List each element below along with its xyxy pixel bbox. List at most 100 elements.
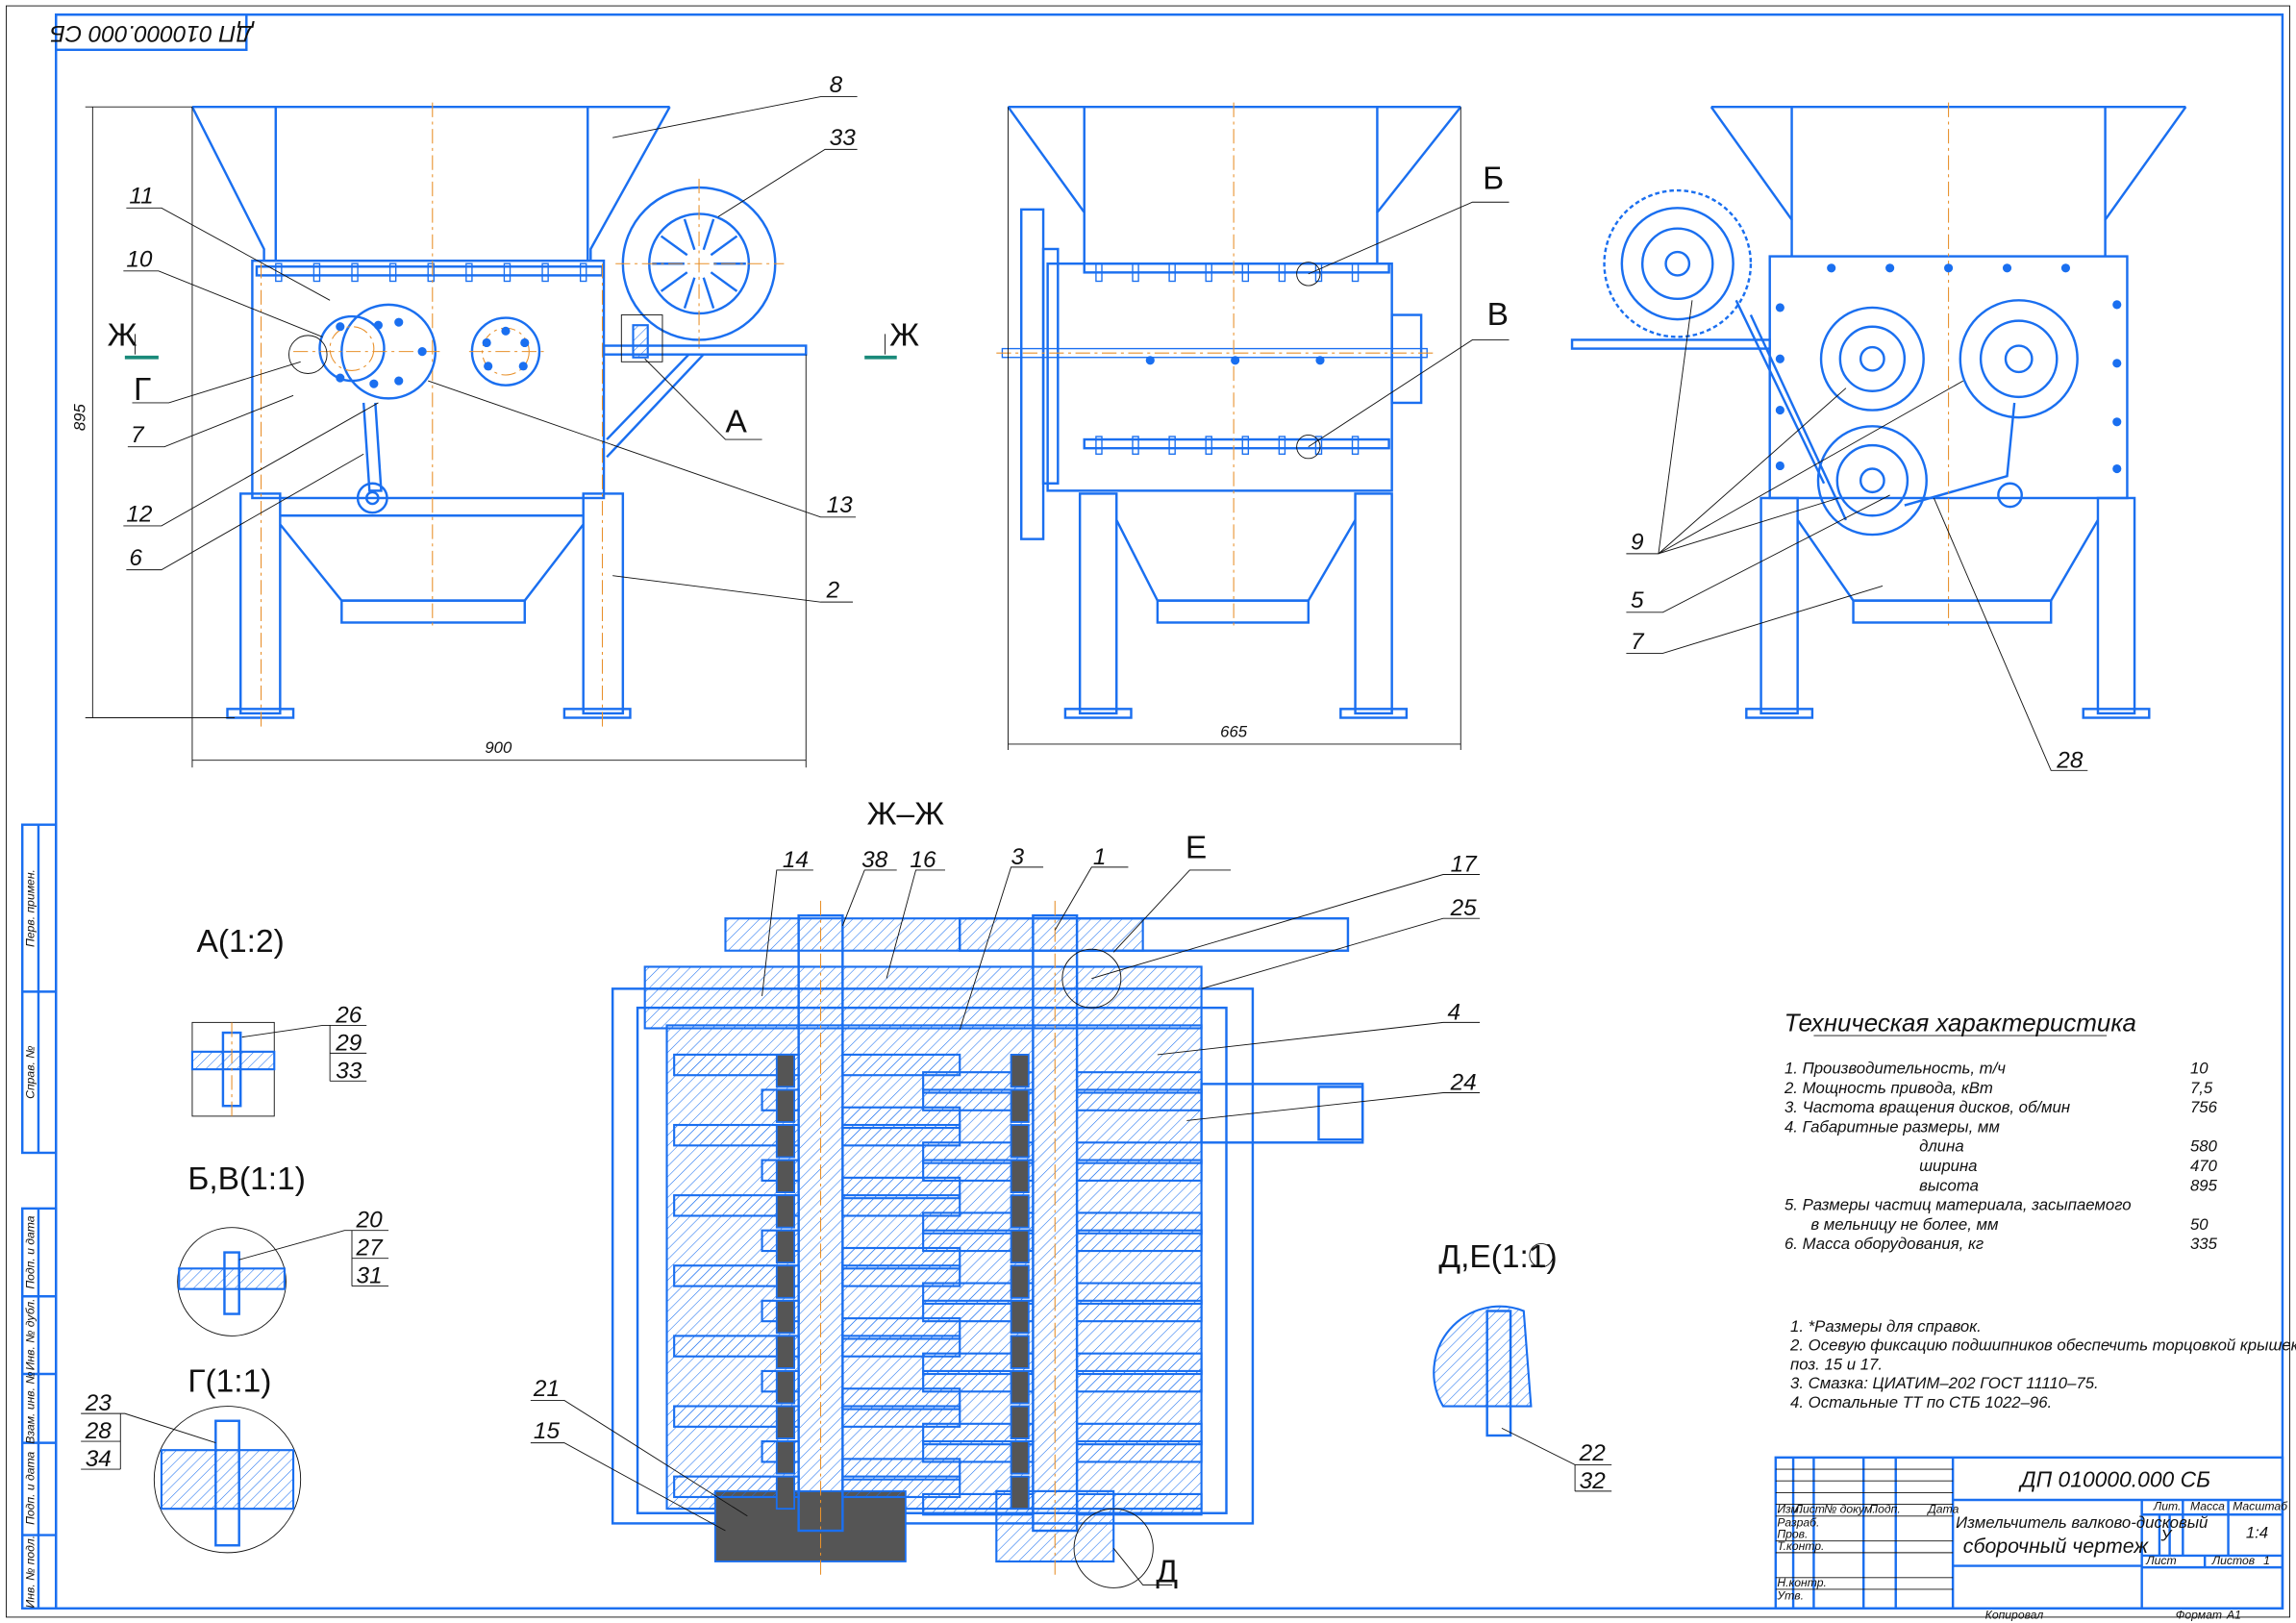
tech-row-value: 580 <box>2190 1137 2218 1156</box>
lit-value: У <box>2159 1527 2173 1545</box>
rotor-disc <box>1076 1299 1203 1323</box>
bolt <box>1314 262 1323 283</box>
callout-28: 28 <box>2056 747 2084 773</box>
bolt-hole <box>1775 461 1784 471</box>
callout-28b: 28 <box>85 1418 112 1444</box>
format-label: Формат <box>2176 1608 2222 1621</box>
document-type: сборочный чертеж <box>1963 1535 2150 1558</box>
notes: 1. *Размеры для справок. 2. Осевую фикса… <box>1789 1317 2296 1411</box>
callout-a: А <box>725 404 747 439</box>
rotor-disc <box>1076 1159 1203 1182</box>
spacer-ring <box>775 1475 795 1511</box>
bolt-hole <box>2112 463 2122 474</box>
strip-label: Инв. № дубл. <box>23 1298 37 1370</box>
rotor-disc <box>1076 1229 1203 1253</box>
rotor-disc <box>1076 1492 1203 1516</box>
sheets-value: 1 <box>2263 1554 2270 1567</box>
callout-22: 22 <box>1579 1440 1607 1466</box>
role-norm-control: Н.контр. <box>1777 1576 1827 1589</box>
format-value: A1 <box>2226 1608 2241 1621</box>
callout-11: 11 <box>129 184 153 210</box>
header-izm: Изм. <box>1777 1503 1802 1516</box>
motor-fan-fin <box>683 277 696 309</box>
cut-mark-left: Ж <box>108 318 137 354</box>
tech-row-label: 3. Частота вращения дисков, об/мин <box>1784 1098 2070 1116</box>
tech-row-label: 4. Габаритные размеры, мм <box>1784 1117 2000 1136</box>
detail-title: Г(1:1) <box>187 1363 271 1399</box>
tech-row-value: 756 <box>2190 1098 2218 1116</box>
rotated-stamp: ДП 010000.000 СБ <box>50 13 256 52</box>
callout-24: 24 <box>1450 1069 1477 1095</box>
callout-13: 13 <box>827 492 854 518</box>
bolt <box>1351 262 1360 283</box>
bolt-hole <box>1885 263 1895 273</box>
callout-4: 4 <box>1448 999 1461 1025</box>
motor-fan-fin <box>710 271 738 292</box>
tech-row-label: 5. Размеры частиц материала, засыпаемого <box>1784 1196 2132 1214</box>
rotor-disc <box>1076 1088 1203 1111</box>
note: 2. Осевую фиксацию подшипников обеспечит… <box>1789 1336 2296 1355</box>
header-sign: Подп. <box>1869 1503 1900 1516</box>
strip-label: Взам. инв. № <box>23 1371 37 1443</box>
callout-26: 26 <box>335 1002 362 1028</box>
tech-row-value: 50 <box>2190 1215 2209 1234</box>
callout-16: 16 <box>910 847 936 873</box>
tech-row-label: длина <box>1919 1137 1964 1156</box>
bolt <box>1241 262 1250 283</box>
spacer-ring <box>1010 1088 1030 1123</box>
spacer-ring <box>775 1264 795 1299</box>
side-view: 665 Б В <box>996 102 1510 751</box>
drawing-frame <box>55 13 2284 1610</box>
bolt <box>1278 436 1286 455</box>
header-list: Лист <box>1794 1503 1825 1516</box>
callout-32: 32 <box>1580 1468 1607 1494</box>
designation: ДП 010000.000 СБ <box>2018 1466 2211 1491</box>
tech-row-value: 895 <box>2190 1176 2218 1194</box>
right-view: 9 5 7 28 <box>1570 102 2187 773</box>
tech-title: Техническая характеристика <box>1784 1011 2136 1037</box>
callout-d: Д <box>1156 1554 1178 1589</box>
spacer-ring <box>1010 1299 1030 1335</box>
callout-33b: 33 <box>336 1058 362 1084</box>
strip-label: Перв. примен. <box>23 869 37 947</box>
bolt <box>427 262 435 283</box>
spacer-ring <box>1010 1229 1030 1264</box>
spacer-ring <box>775 1124 795 1159</box>
detail-title: Б,В(1:1) <box>187 1161 306 1197</box>
callout-31: 31 <box>357 1263 383 1289</box>
callout-12: 12 <box>126 501 153 527</box>
callout-7: 7 <box>131 422 145 448</box>
detail-title: А(1:2) <box>197 924 285 960</box>
detail-g: Г(1:1) 23 28 34 <box>81 1363 302 1554</box>
callout-25: 25 <box>1450 895 1478 921</box>
callout-29: 29 <box>335 1030 362 1056</box>
spacer-ring <box>1010 1370 1030 1405</box>
bolt <box>1205 262 1212 283</box>
bolt <box>351 262 359 283</box>
bolt-hole <box>2112 417 2122 427</box>
bolt <box>1205 436 1212 455</box>
bolt <box>1095 262 1103 283</box>
callout-21: 21 <box>533 1376 560 1402</box>
motor-fan-fin <box>710 235 738 257</box>
spacer-ring <box>1010 1159 1030 1194</box>
bolt <box>1095 436 1103 455</box>
role-approved: Утв. <box>1776 1589 1804 1603</box>
bolt <box>275 262 283 283</box>
callout-27: 27 <box>356 1236 385 1261</box>
detail-d-e: Д,Е(1:1) 22 32 <box>1433 1239 1612 1494</box>
rotor-disc <box>1076 1369 1203 1393</box>
tech-row-label: 2. Мощность привода, кВт <box>1784 1079 1993 1097</box>
dimension-height: 895 <box>71 404 89 432</box>
tech-row-label: в мельницу не более, мм <box>1810 1215 1999 1234</box>
bolt <box>1351 436 1360 455</box>
callout-1: 1 <box>1093 844 1107 870</box>
callout-9: 9 <box>1631 529 1644 555</box>
title-block: ДП 010000.000 СБ Измельчитель валково-ди… <box>1774 1456 2288 1621</box>
sheet-label: Лист <box>2145 1554 2176 1567</box>
scale-label: Масштаб <box>2233 1500 2288 1513</box>
sheets-label: Листов <box>2211 1554 2255 1567</box>
bolt <box>1168 436 1176 455</box>
tech-characteristics: Техническая характеристика 1. Производит… <box>1784 1011 2218 1254</box>
spacer-ring <box>775 1299 795 1335</box>
